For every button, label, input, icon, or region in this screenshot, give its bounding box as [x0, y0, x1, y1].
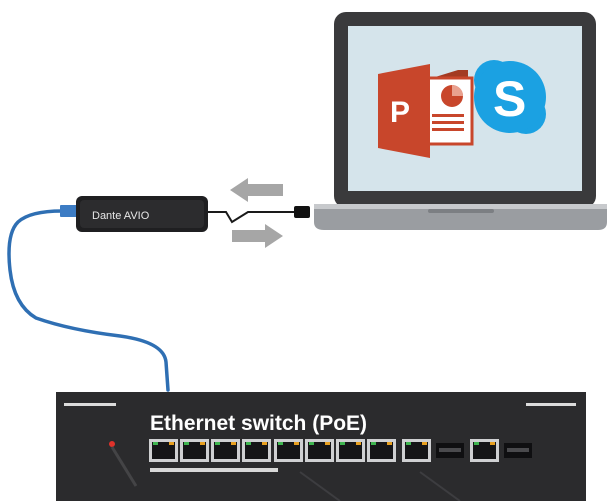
ethernet-port-3 — [211, 439, 240, 462]
dante-avio-adapter: Dante AVIO — [76, 196, 208, 232]
powerpoint-icon: P — [378, 64, 474, 158]
usb-plug — [294, 206, 310, 218]
sfp-port-1 — [436, 443, 464, 458]
sfp-port-2 — [504, 443, 532, 458]
skype-icon: S — [474, 60, 546, 134]
powerpoint-glyph: P — [390, 96, 410, 129]
ethernet-port-10 — [470, 439, 499, 462]
ethernet-port-8 — [367, 439, 396, 462]
ethernet-port-9 — [402, 439, 431, 462]
power-led — [109, 441, 115, 447]
data-flow-arrows — [230, 178, 283, 248]
switch-label-strip — [150, 468, 278, 472]
skype-glyph: S — [493, 71, 526, 127]
usb-cable — [208, 206, 310, 224]
switch-rack-ear-left — [64, 403, 116, 406]
ethernet-port-2 — [180, 439, 209, 462]
ethernet-port-6 — [305, 439, 334, 462]
ethernet-port-5 — [274, 439, 303, 462]
laptop-base-top — [314, 204, 607, 209]
switch-rack-ear-right — [526, 403, 576, 406]
arrow-right-icon — [232, 224, 283, 248]
switch-label: Ethernet switch (PoE) — [150, 412, 367, 435]
ethernet-switch: Ethernet switch (PoE) — [56, 392, 586, 501]
ethernet-cable — [7, 205, 170, 392]
switch-ports — [149, 439, 532, 462]
laptop-base — [314, 204, 607, 230]
ethernet-port-4 — [242, 439, 271, 462]
ethernet-port-1 — [149, 439, 178, 462]
adapter-label: Dante AVIO — [92, 210, 150, 222]
ethernet-plug — [60, 205, 78, 217]
laptop-notch — [428, 209, 494, 213]
arrow-left-icon — [230, 178, 283, 202]
ethernet-port-7 — [336, 439, 365, 462]
